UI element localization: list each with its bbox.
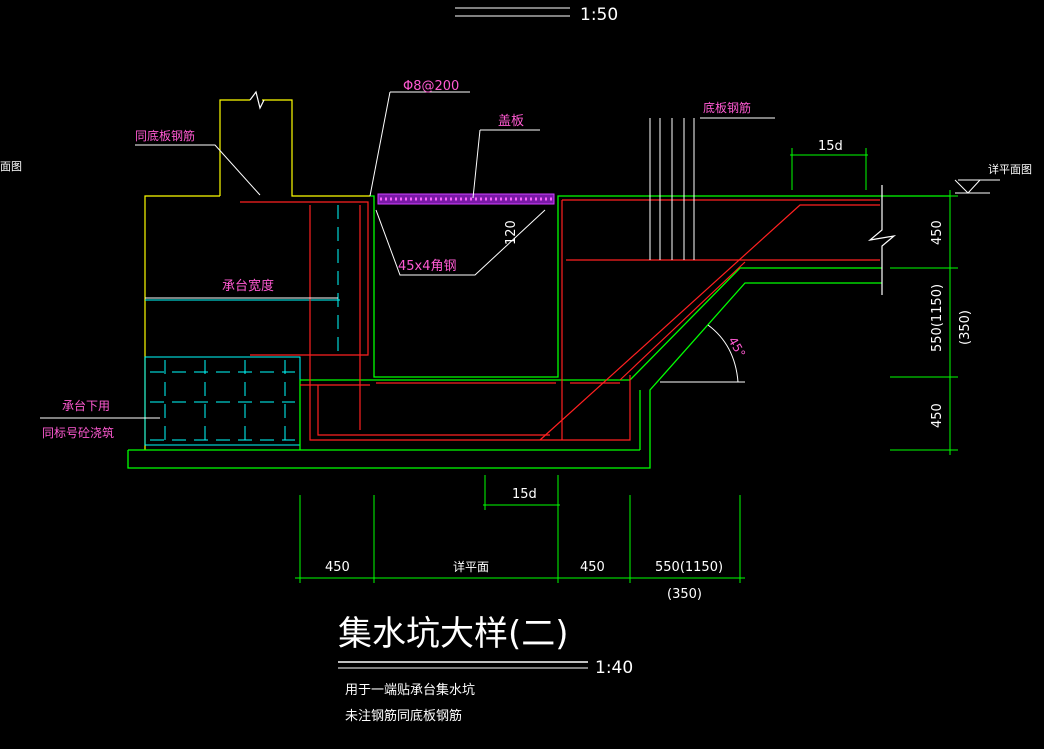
dim-right-450-top: 450 [930, 220, 945, 245]
dim-bottom-350: (350) [667, 587, 702, 602]
label-cap-below-2: 同标号砼浇筑 [42, 425, 114, 440]
label-detail-plan: 详平面图 [988, 162, 1032, 176]
top-scale: 1:50 [580, 5, 618, 25]
angle-arc [660, 324, 745, 383]
annotations: Φ8@200 盖板 底板钢筋 同底板钢筋 承台宽度 45x4角钢 120 承台下… [0, 79, 1032, 502]
leader-lines [40, 91, 1000, 419]
label-tie-rebar: Φ8@200 [403, 79, 459, 94]
drawing-title: 集水坑大样(二) [338, 614, 569, 654]
dim-bottom-detail-plan: 详平面 [453, 559, 489, 574]
right-dimensions [890, 190, 958, 455]
concrete-fill-grid [144, 205, 340, 446]
right-dimension-texts: 450 550(1150) (350) 450 [930, 220, 973, 428]
bottom-scale: 1:40 [595, 658, 633, 678]
bottom-dimension-texts: 450 详平面 450 550(1150) (350) [325, 559, 723, 602]
title-block: 集水坑大样(二) 1:40 用于一端贴承台集水坑 未注钢筋同底板钢筋 [338, 614, 633, 724]
dim-right-550: 550(1150) [930, 284, 945, 352]
label-same-bottom-rebar: 同底板钢筋 [135, 128, 195, 143]
rebar-lines [240, 199, 880, 441]
dim-bottom-550: 550(1150) [655, 560, 723, 575]
bottom-dimensions [295, 495, 745, 583]
label-cap-below-1: 承台下用 [62, 398, 110, 413]
cover-plate [377, 193, 555, 205]
slab-outline [127, 195, 950, 469]
label-left-edge: 面图 [0, 160, 22, 173]
label-angle: 45° [725, 335, 748, 360]
label-cap-width: 承台宽度 [222, 278, 274, 294]
top-title-fragment: 1:50 [455, 5, 618, 25]
label-cover-plate: 盖板 [498, 114, 524, 129]
label-cover-thickness: 120 [504, 220, 519, 245]
dim-right-350: (350) [958, 310, 973, 345]
anchor-dim-top [790, 148, 868, 190]
dim-bottom-450-right: 450 [580, 560, 605, 575]
note-2: 未注钢筋同底板钢筋 [345, 708, 462, 724]
pile-cap-outline [144, 90, 370, 450]
label-angle-steel: 45x4角钢 [398, 259, 457, 274]
label-anchor-top: 15d [818, 139, 843, 154]
dim-bottom-450-left: 450 [325, 560, 350, 575]
dim-right-450-bottom: 450 [930, 403, 945, 428]
break-line-right [867, 185, 897, 295]
label-bottom-rebar: 底板钢筋 [703, 100, 751, 115]
label-anchor-bottom: 15d [512, 487, 537, 502]
note-1: 用于一端贴承台集水坑 [345, 682, 475, 698]
